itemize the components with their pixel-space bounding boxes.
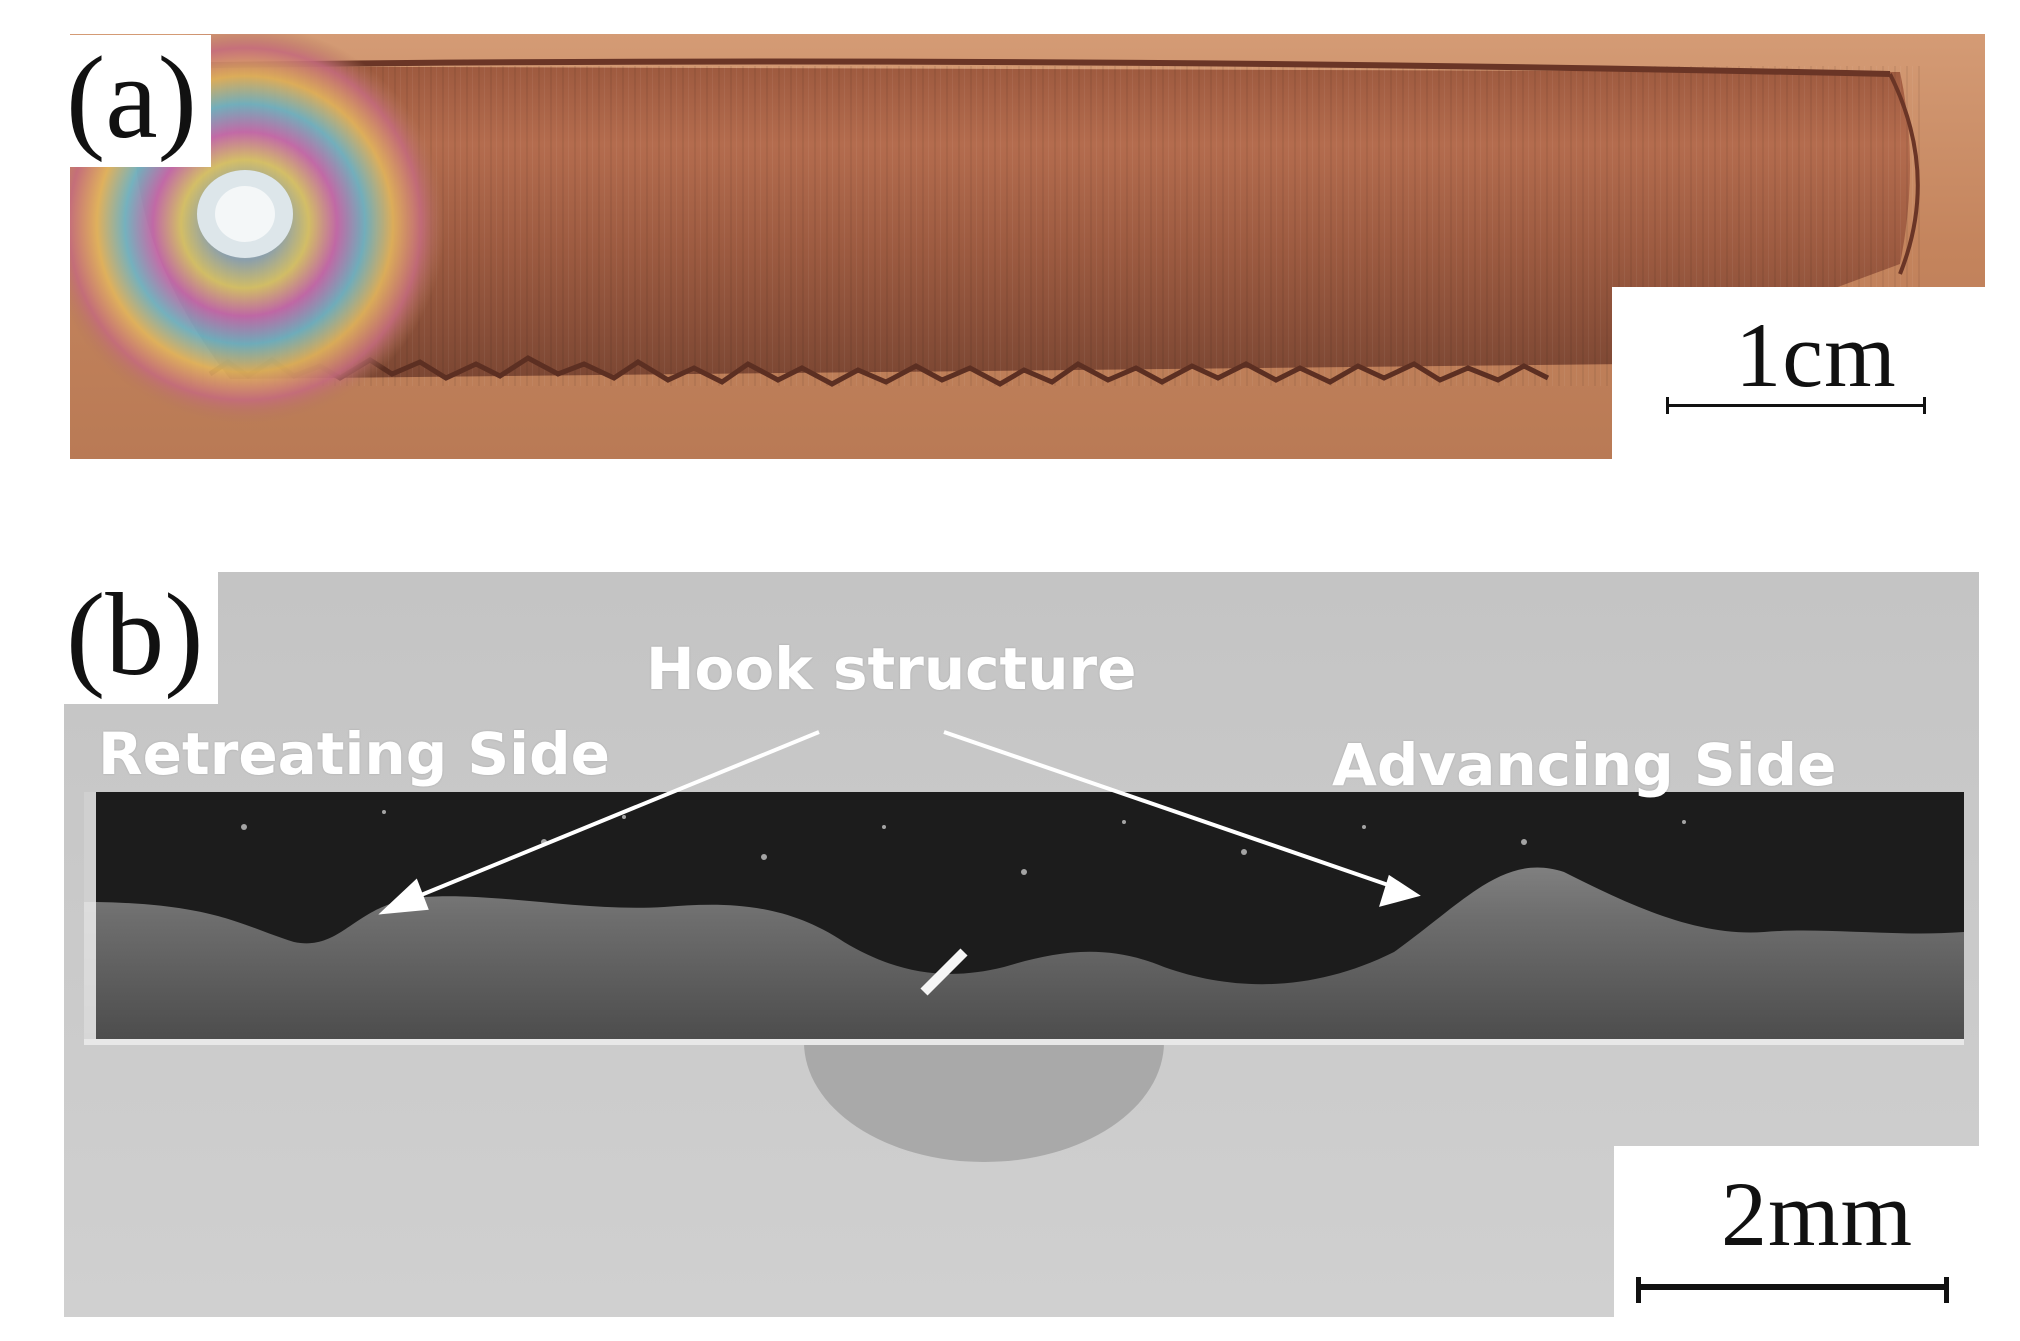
retreating-side-annotation: Retreating Side <box>98 720 610 788</box>
panel-label-a: (a) <box>60 35 211 167</box>
advancing-side-annotation: Advancing Side <box>1332 731 1837 799</box>
scale-bar-b: 2mm <box>1614 1146 2020 1317</box>
photo-panel-b <box>64 572 1979 1317</box>
hook-structure-annotation: Hook structure <box>646 635 1137 703</box>
cross-section-photo <box>64 572 1979 1317</box>
scale-bar-line-a <box>1666 397 1926 414</box>
scale-bar-label-a: 1cm <box>1735 304 1897 406</box>
scale-bar-label-b: 2mm <box>1720 1163 1914 1265</box>
panel-label-b: (b) <box>60 572 218 704</box>
scale-bar-line-b <box>1636 1277 1949 1303</box>
scale-bar-a: 1cm <box>1612 287 2020 459</box>
